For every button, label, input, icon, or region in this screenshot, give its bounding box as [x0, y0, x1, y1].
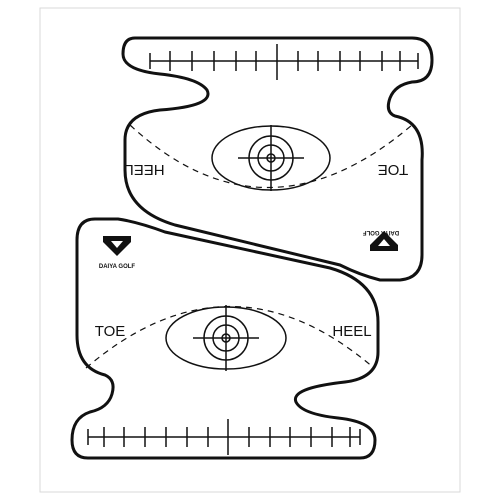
upper-dashed-arc [129, 124, 413, 188]
lower-label-heel: HEEL [332, 323, 371, 340]
lower-logo-text: DAIYA GOLF [99, 264, 136, 270]
lower-label-toe: TOE [95, 323, 126, 340]
lower-template: TOE HEEL DAIYA GOLF [70, 217, 380, 460]
lower-ruler [87, 419, 361, 455]
lower-logo [103, 236, 131, 256]
upper-target [211, 125, 331, 191]
upper-ruler [149, 44, 419, 80]
upper-logo-text: DAIYA GOLF [363, 229, 400, 235]
lower-target [165, 305, 287, 371]
upper-logo [370, 231, 398, 251]
upper-template: HEEL TOE DAIYA GOLF [121, 36, 434, 282]
upper-template-outline [121, 36, 434, 282]
upper-label-heel: HEEL [125, 161, 164, 178]
upper-label-toe: TOE [378, 161, 409, 178]
